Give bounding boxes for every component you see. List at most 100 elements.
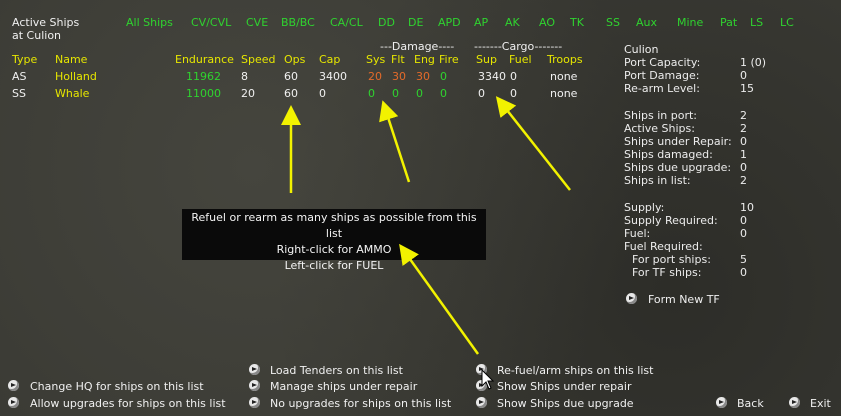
cell-troops: none [550,87,578,100]
port-name: Culion [624,43,659,56]
exit-label: Exit [810,397,831,410]
round-arrow-button-icon [476,380,487,391]
filter-ss[interactable]: SS [606,16,620,29]
col-sup[interactable]: Sup [476,53,497,66]
stat-label: Supply: [624,201,665,214]
load-tenders-label: Load Tenders on this list [270,364,403,377]
cargo-group-header: -------Cargo------- [474,40,563,53]
cell-name[interactable]: Whale [55,87,90,100]
tooltip-line-3: Left-click for FUEL [284,259,384,272]
col-eng[interactable]: Eng [414,53,435,66]
cell-speed: 20 [241,87,255,100]
round-arrow-button-icon [249,380,260,391]
cell-eng: 30 [416,70,430,83]
col-endurance[interactable]: Endurance [175,53,234,66]
round-arrow-button-icon [476,397,487,408]
port-stats-block-3: Supply:10 Supply Required:0 Fuel:0 Fuel … [624,201,824,279]
stat-value: 1 (0) [740,56,767,69]
filter-mine[interactable]: Mine [677,16,704,29]
round-arrow-button-icon [8,397,19,408]
round-arrow-button-icon [476,364,487,375]
yellow-pointer-arrow-icon [495,96,571,191]
col-fire[interactable]: Fire [439,53,459,66]
stat-label: Fuel: [624,227,651,240]
cell-fuel: 0 [510,70,517,83]
cell-name[interactable]: Holland [55,70,97,83]
stat-value: 2 [740,174,747,187]
stat-label: Re-arm Level: [624,82,700,95]
refuel-rearm-label: Re-fuel/arm ships on this list [497,364,654,377]
refuel-tooltip: Refuel or rearm as many ships as possibl… [182,209,486,272]
col-ops[interactable]: Ops [284,53,306,66]
filter-ls[interactable]: LS [750,16,764,29]
col-sys[interactable]: Sys [366,53,386,66]
filter-ca-cl[interactable]: CA/CL [330,16,363,29]
col-fuel[interactable]: Fuel [509,53,532,66]
cell-type: AS [12,70,27,83]
cell-sys: 20 [368,70,382,83]
filter-cv-cvl[interactable]: CV/CVL [191,16,232,29]
stat-value: 0 [740,227,747,240]
filter-lc[interactable]: LC [780,16,794,29]
stat-value: 2 [740,122,747,135]
col-flt[interactable]: Flt [391,53,405,66]
port-stats-block-2: Ships in port:2 Active Ships:2 Ships und… [624,109,824,187]
cell-cap: 3400 [319,70,347,83]
filter-dd[interactable]: DD [378,16,395,29]
show-upgrade-label: Show Ships due upgrade [497,397,634,410]
round-arrow-button-icon [716,397,727,408]
tooltip-line-2: Right-click for AMMO [276,243,392,256]
cell-troops: none [550,70,578,83]
stat-label: Ships damaged: [624,148,713,161]
col-troops[interactable]: Troops [547,53,583,66]
round-arrow-button-icon [8,380,19,391]
col-type[interactable]: Type [12,53,38,66]
filter-ap[interactable]: AP [474,16,489,29]
cell-sup: 0 [478,87,485,100]
filter-ao[interactable]: AO [539,16,555,29]
cell-endurance: 11000 [186,87,221,100]
stat-value: 2 [740,109,747,122]
cell-speed: 8 [241,70,248,83]
filter-apd[interactable]: APD [438,16,461,29]
damage-group-header: ---Damage---- [380,40,455,53]
window-title: Active Ships at Culion [12,16,79,42]
stat-label: Port Damage: [624,69,700,82]
stat-value: 0 [740,69,747,82]
filter-aux[interactable]: Aux [636,16,658,29]
back-label: Back [737,397,764,410]
cell-fuel: 0 [510,87,517,100]
cell-ops: 60 [284,87,298,100]
stat-value: 1 [740,148,747,161]
filter-ak[interactable]: AK [505,16,520,29]
stat-label: Port Capacity: [624,56,701,69]
filter-bb-bc[interactable]: BB/BC [281,16,315,29]
stat-value: 0 [740,161,747,174]
round-arrow-button-icon [626,293,637,304]
filter-tk[interactable]: TK [570,16,584,29]
stat-value: 0 [740,266,747,279]
stat-label: Active Ships: [624,122,695,135]
tooltip-line-1: Refuel or rearm as many ships as possibl… [191,211,477,240]
filter-de[interactable]: DE [408,16,424,29]
no-upgrades-label: No upgrades for ships on this list [270,397,452,410]
col-name[interactable]: Name [55,53,88,66]
filter-all-ships[interactable]: All Ships [126,16,173,29]
stat-value: 15 [740,82,754,95]
filter-pat[interactable]: Pat [720,16,738,29]
stat-value: 0 [740,214,747,227]
stat-label: Ships in list: [624,174,691,187]
cell-flt: 0 [392,87,399,100]
round-arrow-button-icon [789,397,800,408]
col-speed[interactable]: Speed [241,53,276,66]
title-line-2: at Culion [12,29,62,42]
round-arrow-button-icon [249,397,260,408]
filter-cve[interactable]: CVE [246,16,269,29]
round-arrow-button-icon [249,364,260,375]
col-cap[interactable]: Cap [319,53,341,66]
cell-endurance: 11962 [186,70,221,83]
form-new-tf-label: Form New TF [648,293,720,306]
cell-type: SS [12,87,26,100]
cell-flt: 30 [392,70,406,83]
stat-value: 10 [740,201,754,214]
